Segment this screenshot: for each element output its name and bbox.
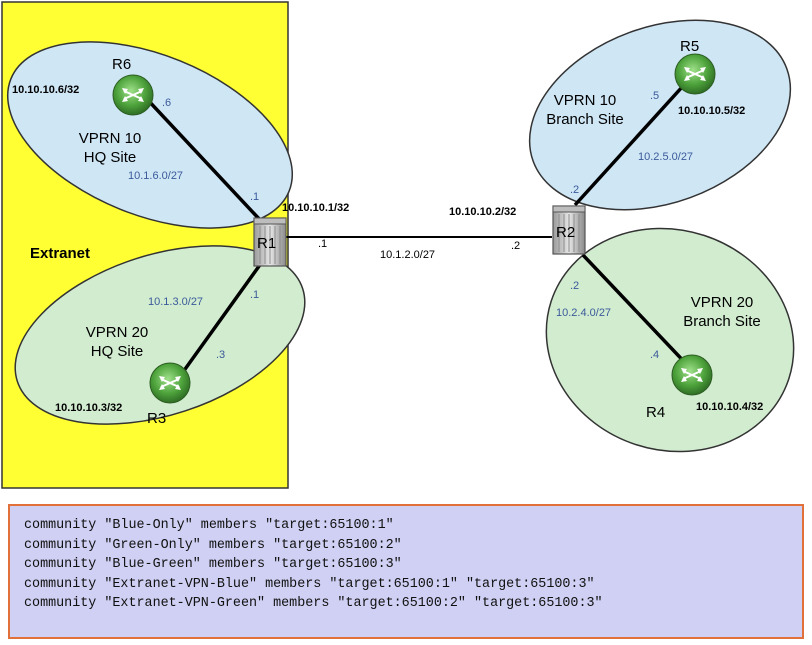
- hq-vprn20-site: [14, 245, 306, 425]
- subnet-r1-r2: 10.1.2.0/27: [380, 249, 435, 261]
- link-r1-r3: [181, 260, 264, 374]
- r6-name: R6: [112, 56, 131, 73]
- branch-vprn10-site: [528, 19, 792, 211]
- extranet-label: Extranet: [30, 245, 90, 262]
- r3-router-icon[interactable]: [149, 362, 191, 404]
- branch-vprn10-line1: VPRN 10: [554, 92, 617, 109]
- r4-loopback: 10.10.10.4/32: [696, 401, 763, 413]
- r4-router-icon[interactable]: [671, 354, 713, 396]
- branch-vprn20-site: [545, 227, 795, 453]
- hq-vprn10-line2: HQ Site: [84, 149, 137, 166]
- r5-name: R5: [680, 38, 699, 55]
- r5-if: .5: [650, 90, 659, 102]
- branch-vprn20-line2: Branch Site: [683, 313, 761, 330]
- link-r2-r4: [581, 253, 694, 372]
- r3-name: R3: [147, 410, 166, 427]
- r2-loopback: 10.10.10.2/32: [449, 206, 516, 218]
- config-line: community "Blue-Green" members "target:6…: [24, 557, 402, 572]
- r1-if-r3: .1: [250, 289, 259, 301]
- link-r2-r5: [573, 73, 695, 207]
- r5-loopback: 10.10.10.5/32: [678, 105, 745, 117]
- config-line: community "Extranet-VPN-Green" members "…: [24, 596, 603, 611]
- config-line: community "Green-Only" members "target:6…: [24, 537, 402, 553]
- r2-if-r5: .2: [570, 184, 579, 196]
- branch-vprn20-line1: VPRN 20: [691, 294, 754, 311]
- branch-vprn10-line2: Branch Site: [546, 111, 624, 128]
- r1-loopback: 10.10.10.1/32: [282, 202, 349, 214]
- link-r1-r6: [143, 95, 264, 224]
- subnet-r2-r5: 10.2.5.0/27: [638, 151, 693, 163]
- hq-vprn20-line2: HQ Site: [91, 343, 144, 360]
- config-line: community "Extranet-VPN-Blue" members "t…: [24, 576, 595, 592]
- network-diagram: Extranet R6 R3 R5 R4 R1 R2 10.10.10.6/32…: [1, 1, 795, 489]
- r4-if: .4: [650, 349, 659, 361]
- r1-name: R1: [257, 235, 276, 252]
- hq-vprn10-line1: VPRN 10: [79, 130, 142, 147]
- r5-router-icon[interactable]: [674, 53, 716, 95]
- r3-if: .3: [216, 349, 225, 361]
- r1-if-r6: .1: [250, 191, 259, 203]
- r2-name: R2: [556, 224, 575, 241]
- config-line: community "Blue-Only" members "target:65…: [24, 518, 394, 533]
- r1-if-r2: .1: [318, 238, 327, 250]
- hq-vprn20-line1: VPRN 20: [86, 324, 149, 341]
- r3-loopback: 10.10.10.3/32: [55, 402, 122, 414]
- subnet-r2-r4: 10.2.4.0/27: [556, 307, 611, 319]
- r2-if-r1: .2: [511, 240, 520, 252]
- community-config-box: community "Blue-Only" members "target:65…: [8, 504, 804, 639]
- subnet-r1-r3: 10.1.3.0/27: [148, 296, 203, 308]
- r2-if-r4: .2: [570, 280, 579, 292]
- r6-router-icon[interactable]: [112, 74, 154, 116]
- subnet-r1-r6: 10.1.6.0/27: [128, 170, 183, 182]
- r6-if: .6: [162, 97, 171, 109]
- r6-loopback: 10.10.10.6/32: [12, 84, 79, 96]
- r4-name: R4: [646, 404, 665, 421]
- hq-vprn10-site: [6, 41, 294, 229]
